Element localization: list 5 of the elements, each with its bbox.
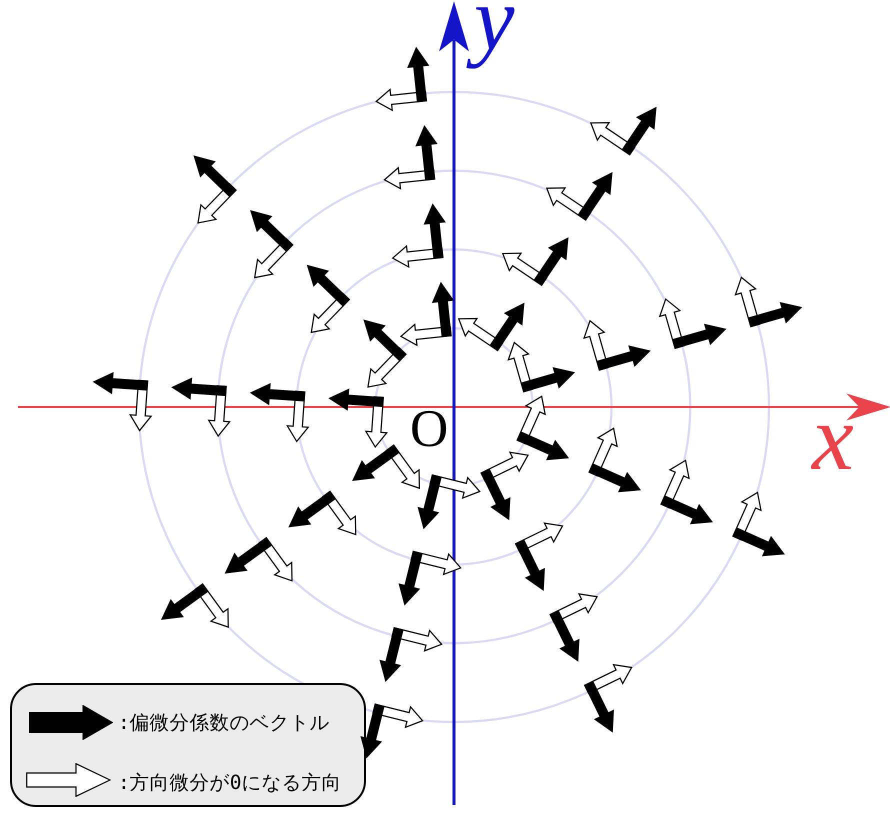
- legend-text: :方向微分が0になる方向: [118, 773, 342, 792]
- origin-label: O: [410, 412, 448, 449]
- axis-label: x: [810, 427, 855, 470]
- axis-label: y: [465, 8, 520, 71]
- legend-text: :偏微分係数のベクトル: [118, 713, 330, 732]
